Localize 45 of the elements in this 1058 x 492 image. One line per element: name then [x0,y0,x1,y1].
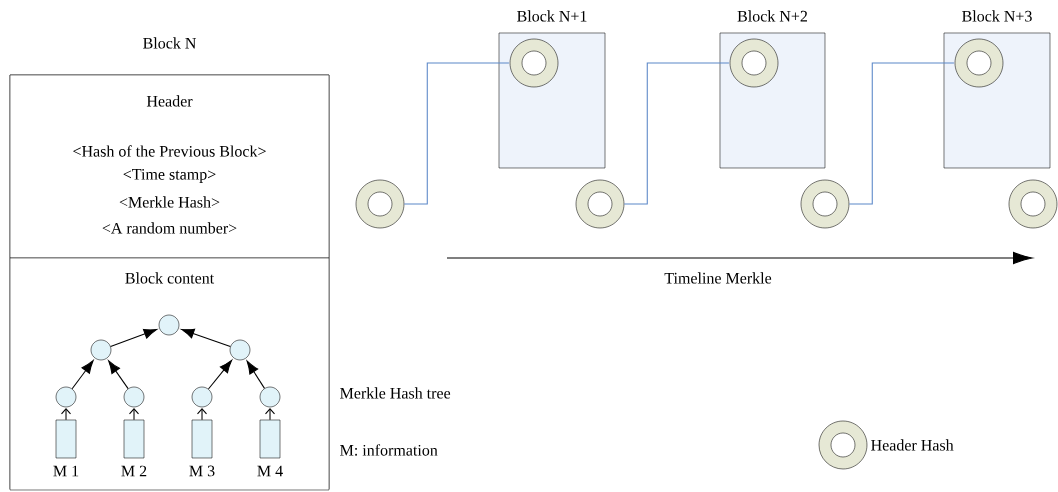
hash-ring [954,38,1004,88]
block-title: Block N+3 [962,10,1032,22]
arrow [264,408,276,421]
arrow [128,408,140,421]
tree-node [191,386,213,408]
connector-line [403,62,510,205]
header-field: <Hash of the Previous Block> [73,145,266,157]
hash-ring [800,179,850,229]
message-label: M 2 [121,465,147,477]
arrow [71,360,94,390]
tree-node [123,386,145,408]
tree-node [259,386,281,408]
arrow [196,408,208,421]
section-heading: Block content [125,272,215,284]
arrow [246,360,265,389]
arrow [110,328,158,347]
arrow [181,328,231,348]
axis-label: Timeline Merkle [664,272,772,284]
message-label: M 4 [257,465,283,477]
tree-node [90,339,112,361]
tree-node [158,314,180,336]
hash-ring [355,179,405,229]
header-field: <Merkle Hash> [119,196,220,208]
legend-label: Header Hash [871,439,954,451]
header-field: <A random number> [102,222,237,234]
hash-ring [575,179,625,229]
section-heading: Header [146,95,193,107]
hash-ring [509,38,559,88]
tree-node [229,339,251,361]
caption-text: Merkle Hash tree [340,387,451,399]
message-label: M 3 [189,465,215,477]
arrow [60,408,72,421]
block-title: Block N [143,37,197,49]
message-label: M 1 [53,465,79,477]
header-field: <Time stamp> [123,169,216,183]
tree-node [55,386,77,408]
hash-ring [1008,179,1058,229]
caption-text: M: information [340,444,438,456]
hash-ring [729,38,779,88]
arrow [207,359,233,390]
block-title: Block N+1 [517,10,587,22]
connector-line [623,62,730,205]
block-title: Block N+2 [737,10,807,22]
connector-line [848,62,955,205]
arrow [108,360,129,390]
